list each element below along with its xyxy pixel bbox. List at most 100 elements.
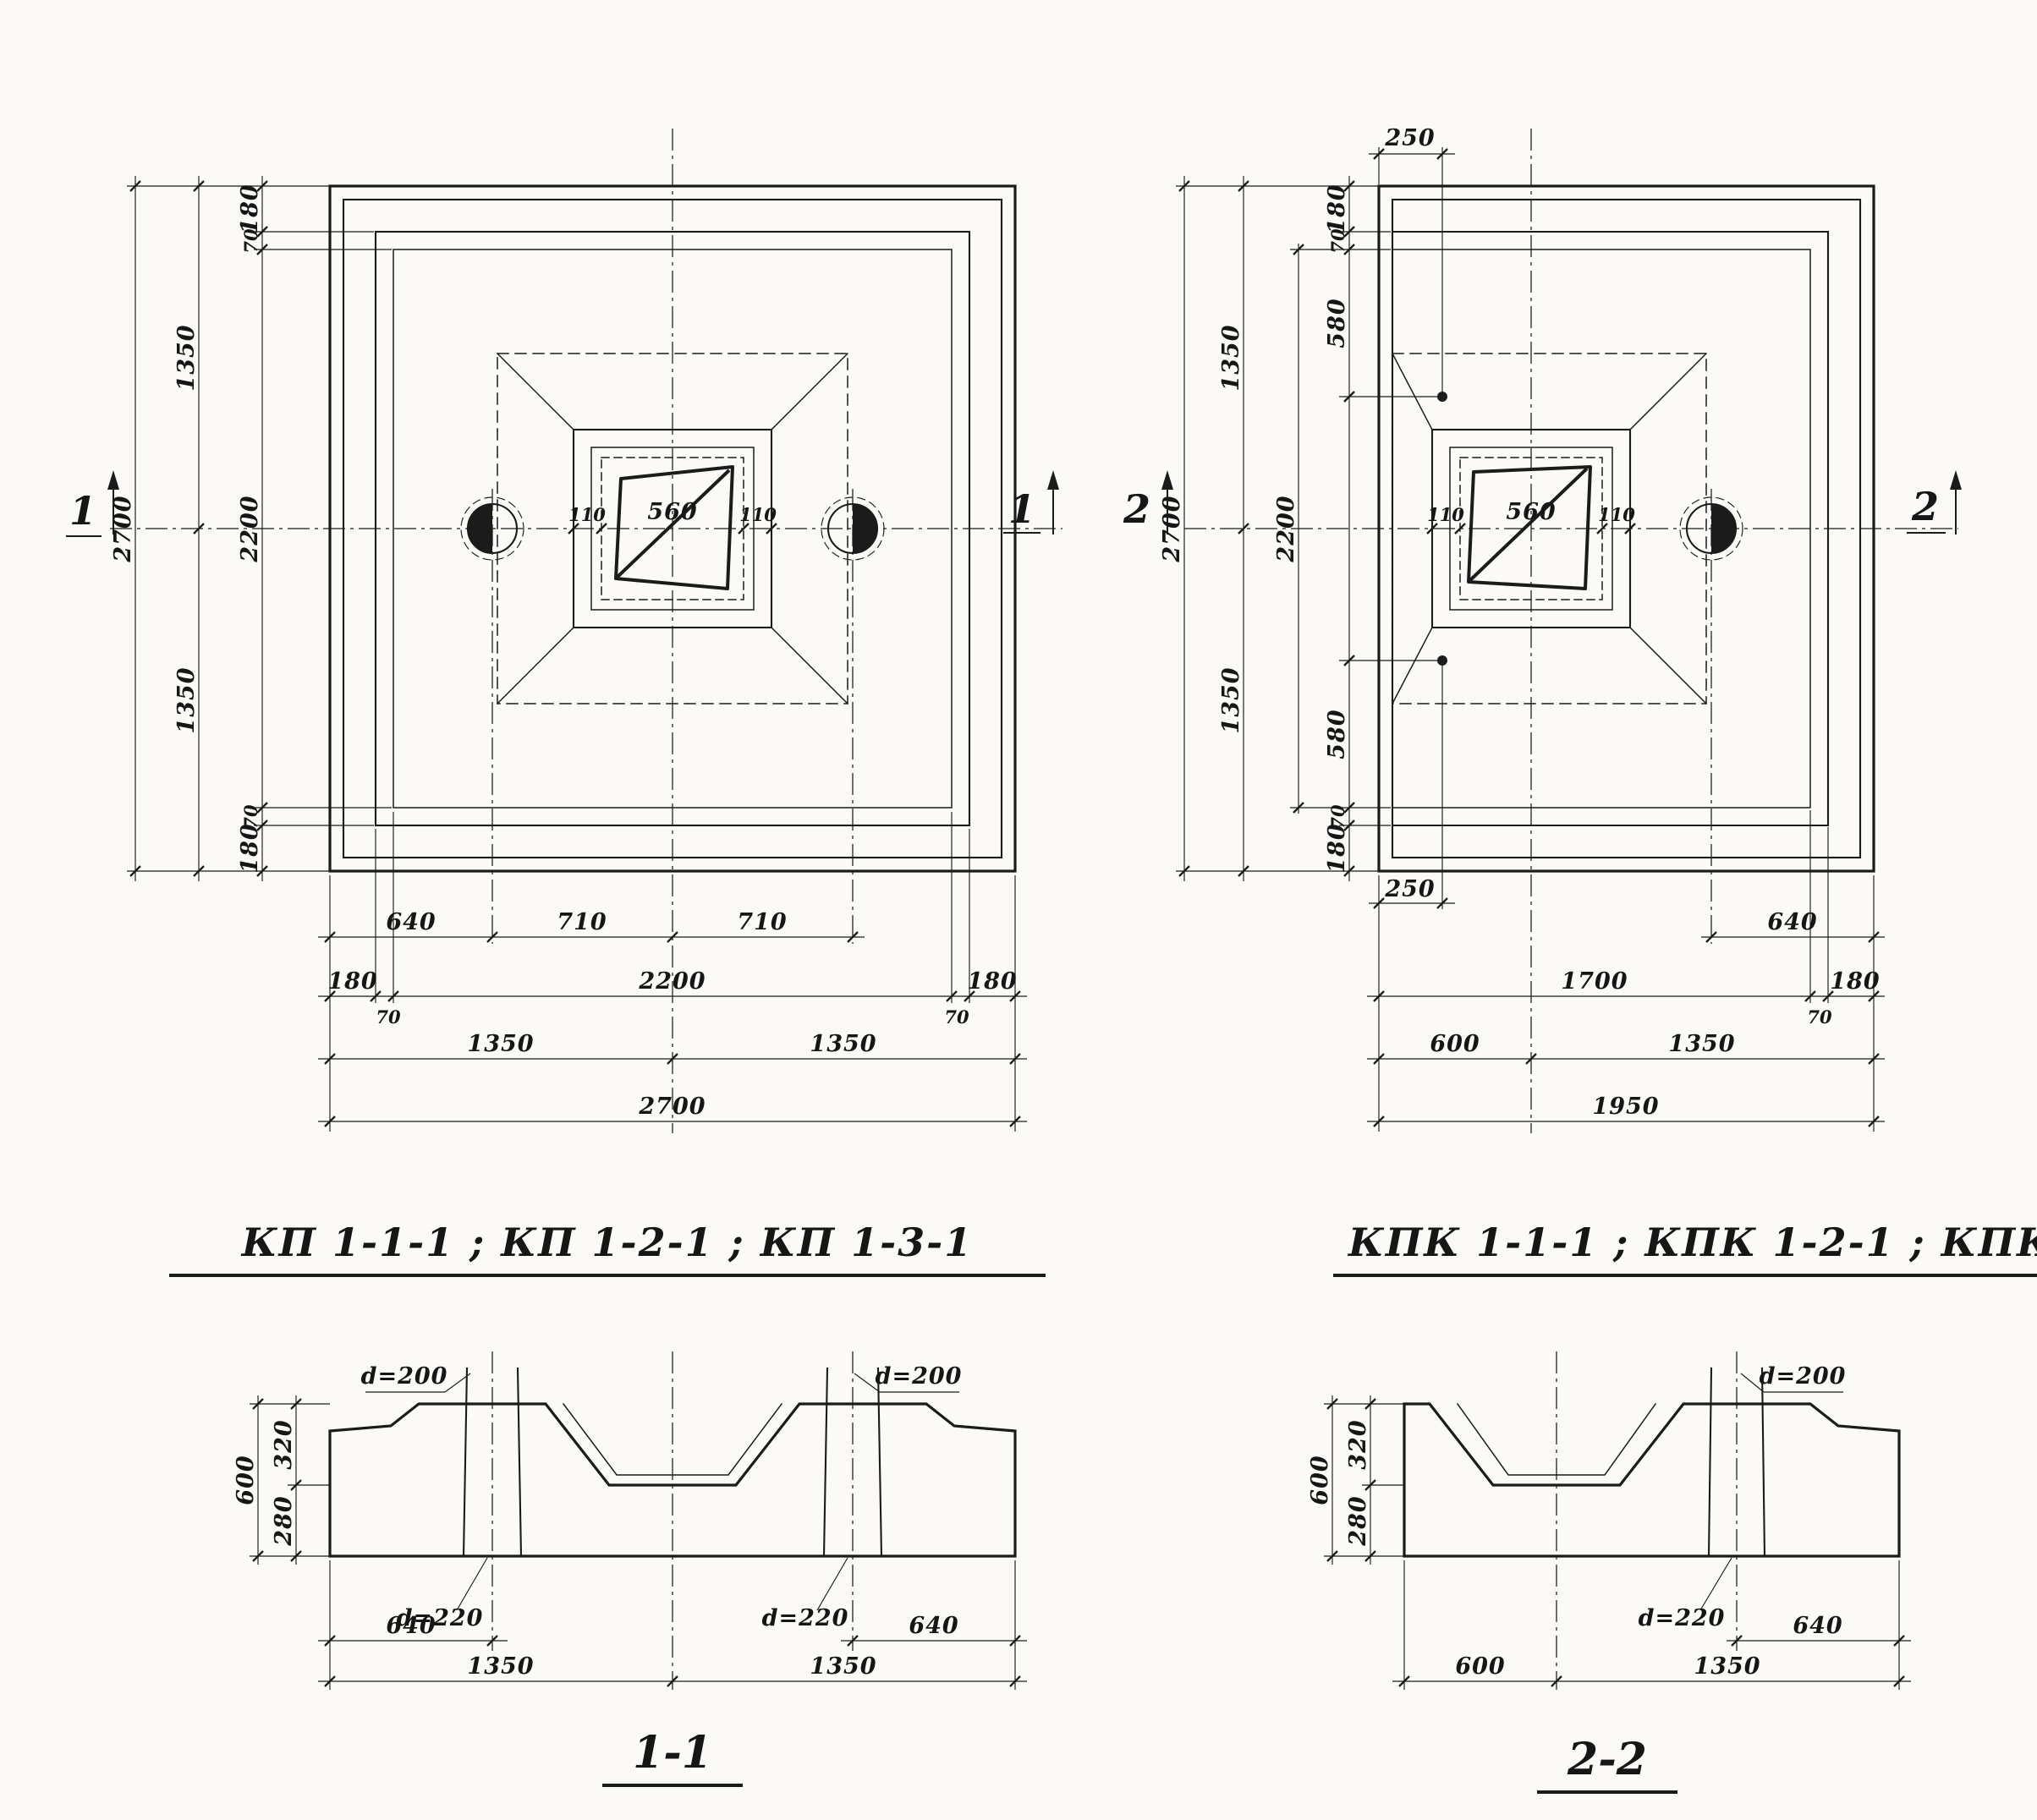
dim-ticks <box>324 990 1021 1002</box>
dim-ticks <box>1293 244 1304 814</box>
dim-lines <box>1176 147 1885 1132</box>
section-marker-label: 1 <box>1008 486 1035 532</box>
dim-label: 110 <box>568 504 606 525</box>
dim-label: 180 <box>1830 968 1880 995</box>
dim-label: 1350 <box>173 324 200 391</box>
anchor-hole-right <box>1679 496 1743 561</box>
dim-label: 180 <box>327 968 377 995</box>
dim-label: 600 <box>233 1455 259 1505</box>
dim-label: 1950 <box>1592 1094 1659 1120</box>
dim-label: 320 <box>271 1419 297 1469</box>
dim-lines <box>1324 1373 1911 1690</box>
dim-ticks <box>1373 148 1448 160</box>
dim-label: 1350 <box>467 1653 534 1680</box>
dim-label: 580 <box>1324 298 1350 348</box>
dim-ticks <box>1373 1116 1880 1127</box>
dim-label: 600 <box>1455 1653 1505 1680</box>
section-marker-label: 1 <box>69 488 96 534</box>
column-scribble-mark <box>1467 465 1592 590</box>
dim-ticks <box>1373 990 1880 1002</box>
dim-ticks <box>252 1398 264 1562</box>
dim-ticks <box>1238 180 1249 877</box>
plan-view-kpk: 250 180 70 580 1350 2700 2200 1350 580 7… <box>1123 125 1962 1133</box>
dim-labels: d=200 600 320 280 d=220 640 600 1350 <box>1307 1363 1847 1680</box>
diameter-label: d=200 <box>361 1363 448 1390</box>
dim-labels: 250 180 70 580 1350 2700 2200 1350 580 7… <box>1159 125 1880 1120</box>
dim-label: 560 <box>1506 499 1556 525</box>
dim-label: 580 <box>1324 709 1350 759</box>
section-marker-1-left: 1 <box>66 470 119 537</box>
section-2-2-drawing: d=200 600 320 280 d=220 640 600 1350 <box>1307 1351 1911 1690</box>
section-1-1-drawing: d=200 d=200 600 320 280 d=220 d=220 640 … <box>233 1351 1027 1690</box>
dim-labels: d=200 d=200 600 320 280 d=220 d=220 640 … <box>233 1363 963 1680</box>
plan-left-title: КП 1-1-1 ; КП 1-2-1 ; КП 1-3-1 <box>169 1220 1046 1277</box>
dim-label: 1350 <box>810 1031 876 1057</box>
dim-ticks <box>568 523 777 534</box>
foundation-outline <box>1403 1402 1901 1558</box>
dim-label: 70 <box>1327 228 1348 254</box>
dim-label: 600 <box>1430 1031 1480 1057</box>
dim-label: 2200 <box>1273 495 1299 562</box>
dim-lines <box>127 176 1027 1132</box>
dim-label: 1350 <box>1694 1653 1760 1680</box>
dim-label: 180 <box>967 968 1017 995</box>
dim-label: 70 <box>1327 804 1348 830</box>
dim-ticks <box>129 180 141 877</box>
dim-label: 70 <box>376 1006 401 1028</box>
dim-label: 110 <box>1427 504 1464 525</box>
grout-hole-bottom <box>1339 655 1447 909</box>
centerlines <box>110 129 1062 1133</box>
dim-label: 70 <box>240 804 261 830</box>
dim-ticks <box>324 931 859 943</box>
dim-label: 280 <box>271 1495 297 1546</box>
centerlines <box>1556 1351 1738 1690</box>
dim-label: 2700 <box>110 495 136 562</box>
section-marker-2-right: 2 <box>1907 470 1962 534</box>
dim-ticks <box>193 180 205 877</box>
dim-ticks <box>1731 1635 1905 1647</box>
dim-label: 1350 <box>1218 324 1244 391</box>
section-marker-label: 2 <box>1911 484 1939 529</box>
dim-ticks <box>324 1635 1021 1647</box>
dim-label: 180 <box>237 823 263 873</box>
dim-label: 320 <box>1345 1419 1371 1469</box>
dim-label: 600 <box>1307 1455 1333 1505</box>
dim-label: 2700 <box>1159 495 1185 562</box>
diameter-label: d=200 <box>876 1363 963 1390</box>
dim-label: 250 <box>1384 876 1435 902</box>
pedestal-hidden-edges <box>496 352 849 705</box>
section-marker-label: 2 <box>1123 486 1150 532</box>
centerlines <box>1184 129 1958 1133</box>
dim-label: 70 <box>240 228 261 254</box>
plate-outline <box>328 184 1017 873</box>
dim-ticks <box>324 1116 1021 1127</box>
dim-label: 640 <box>1793 1613 1842 1639</box>
dim-label: 640 <box>386 1613 436 1639</box>
section-marker-2-left: 2 <box>1123 470 1173 534</box>
dim-label: 1350 <box>467 1031 534 1057</box>
dim-label: 560 <box>647 499 697 525</box>
section-1-1-label: 1-1 <box>602 1727 743 1787</box>
dim-ticks <box>324 1053 1021 1065</box>
dim-label: 640 <box>909 1613 958 1639</box>
dim-label: 1350 <box>1218 666 1244 733</box>
dim-label: 1350 <box>810 1653 876 1680</box>
dim-ticks <box>1364 1398 1376 1562</box>
dim-ticks <box>1178 180 1190 877</box>
riser-pipe-right <box>822 1367 883 1558</box>
dim-label: 1350 <box>173 666 200 733</box>
dim-lines <box>250 1373 1027 1690</box>
dim-label: 640 <box>1767 909 1817 935</box>
diameter-label: d=220 <box>397 1605 484 1631</box>
grout-hole-top <box>1339 147 1447 402</box>
dim-label: 280 <box>1345 1495 1371 1546</box>
dim-ticks <box>256 180 268 877</box>
diameter-label: d=200 <box>1760 1363 1847 1390</box>
dim-label: 180 <box>1324 823 1350 873</box>
dim-labels: 180 70 1350 2700 2200 1350 70 180 110 56… <box>110 184 1017 1120</box>
anchor-hole-right <box>821 496 885 561</box>
dim-ticks <box>1326 1398 1338 1562</box>
diameter-label: d=220 <box>762 1605 849 1631</box>
dim-ticks <box>1398 1675 1905 1687</box>
